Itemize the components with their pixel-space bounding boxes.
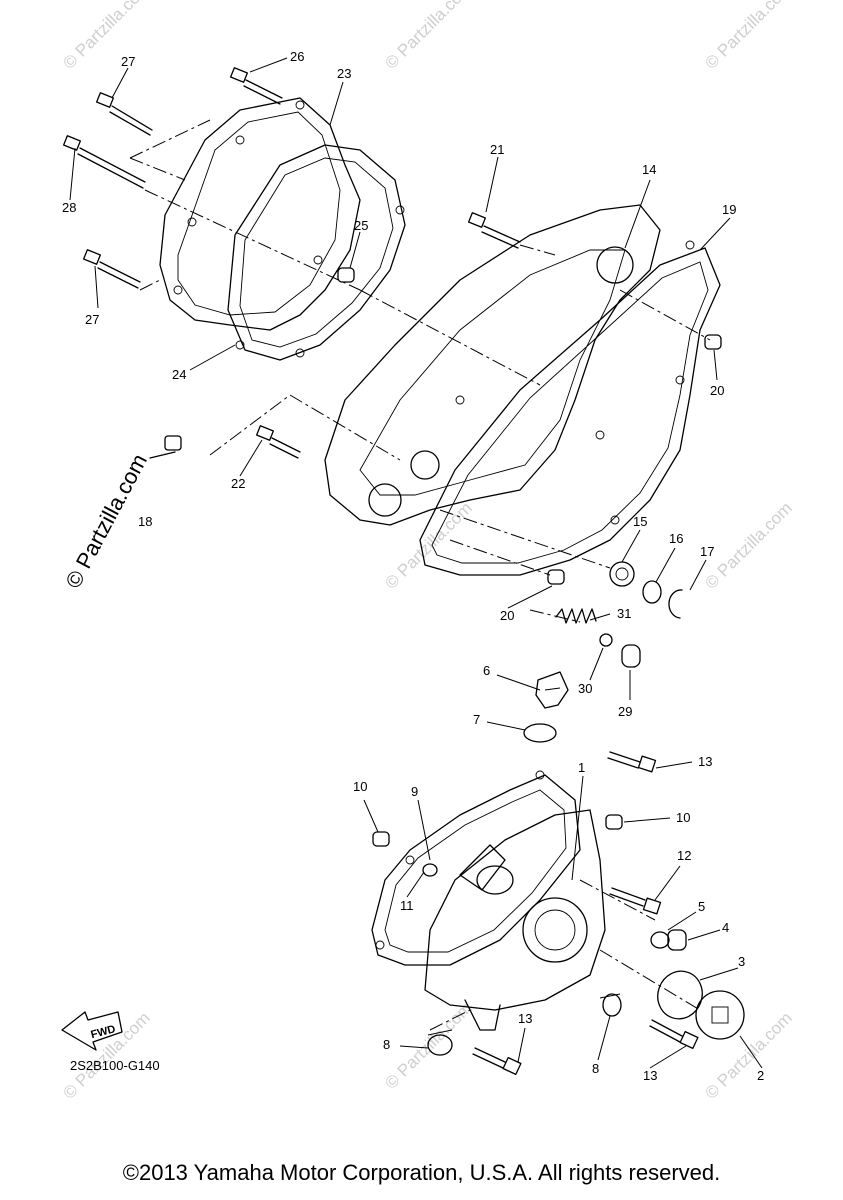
callout-7: 7 xyxy=(473,712,480,727)
callout-5: 5 xyxy=(698,899,705,914)
o-ring-11 xyxy=(422,863,438,877)
bolt-26 xyxy=(229,67,283,105)
callout-13-mid: 13 xyxy=(643,1068,657,1083)
washer-5 xyxy=(650,931,670,949)
callout-12: 12 xyxy=(677,848,691,863)
bolt-12 xyxy=(609,887,662,915)
dowel-10-left xyxy=(372,831,390,847)
bolt-18 xyxy=(149,435,182,459)
callout-8-left: 8 xyxy=(383,1037,390,1052)
crankcase-cover-gasket xyxy=(419,240,721,576)
callout-10-left: 10 xyxy=(353,779,367,794)
callout-26: 26 xyxy=(290,49,304,64)
watermark: © Partzilla.com xyxy=(59,0,153,73)
watermark: © Partzilla.com xyxy=(381,0,475,73)
callout-1: 1 xyxy=(578,760,585,775)
callout-23: 23 xyxy=(337,66,351,81)
bolt-21 xyxy=(467,212,521,249)
bolt-28 xyxy=(62,135,146,189)
callout-31: 31 xyxy=(617,606,631,621)
washer-16 xyxy=(642,580,662,604)
callout-8-right: 8 xyxy=(592,1061,599,1076)
bolt-13-lower xyxy=(472,1047,522,1076)
callout-9: 9 xyxy=(411,784,418,799)
bolt-27-lower xyxy=(82,249,141,289)
bolt-27-upper xyxy=(95,92,153,136)
callout-labels: 1 2 3 4 5 6 7 8 8 9 10 10 11 12 13 13 13… xyxy=(62,49,764,1083)
bolt-13-upper xyxy=(607,751,657,773)
dowel-20-right xyxy=(704,334,722,350)
callout-20-lower: 20 xyxy=(500,608,514,623)
watermark: © Partzilla.com xyxy=(59,1008,153,1102)
callout-27-upper: 27 xyxy=(121,54,135,69)
callout-30: 30 xyxy=(578,681,592,696)
centerlines xyxy=(129,119,711,1031)
spring-31 xyxy=(555,608,597,624)
callout-4: 4 xyxy=(722,920,729,935)
hose-clamp-8-right xyxy=(599,993,622,1017)
callout-14: 14 xyxy=(642,162,656,177)
callout-22: 22 xyxy=(231,476,245,491)
oil-seal-15 xyxy=(609,561,635,587)
fwd-arrow-icon: FWD xyxy=(61,1011,123,1051)
plunger-29 xyxy=(621,644,641,668)
ball-30 xyxy=(599,633,613,647)
callout-11: 11 xyxy=(400,898,414,913)
callout-25: 25 xyxy=(354,218,368,233)
callout-18: 18 xyxy=(138,514,152,529)
dowel-20-lower xyxy=(547,569,565,585)
callout-13-lower: 13 xyxy=(518,1011,532,1026)
clutch-cover-gasket xyxy=(227,144,406,361)
dowel-10-right xyxy=(605,814,623,830)
callout-28: 28 xyxy=(62,200,76,215)
water-pump-gasket xyxy=(371,770,581,966)
watermark: © Partzilla.com xyxy=(701,0,795,73)
callout-27-lower: 27 xyxy=(85,312,99,327)
circlip-17 xyxy=(668,589,683,619)
watermark: © Partzilla.com xyxy=(701,498,795,592)
callout-16: 16 xyxy=(669,531,683,546)
callout-10-right: 10 xyxy=(676,810,690,825)
oil-filler-cap-6 xyxy=(535,671,569,709)
dowel-25 xyxy=(337,267,355,283)
callout-6: 6 xyxy=(483,663,490,678)
crankcase-cover xyxy=(324,204,661,526)
leader-lines xyxy=(69,57,763,1069)
callout-21: 21 xyxy=(490,142,504,157)
plug-4 xyxy=(667,929,687,951)
callout-13-upper: 13 xyxy=(698,754,712,769)
o-ring-7 xyxy=(523,723,557,743)
hose-clamp-8-left xyxy=(427,1029,453,1056)
callout-24: 24 xyxy=(172,367,186,382)
callout-20-right: 20 xyxy=(710,383,724,398)
callout-3: 3 xyxy=(738,954,745,969)
callout-15: 15 xyxy=(633,514,647,529)
cap-2 xyxy=(695,990,745,1040)
diagram-code: 2S2B100-G140 xyxy=(70,1058,160,1073)
copyright-notice: ©2013 Yamaha Motor Corporation, U.S.A. A… xyxy=(122,1160,721,1185)
bolt-13-mid xyxy=(649,1019,699,1050)
water-pump-cover xyxy=(424,809,606,1031)
callout-19: 19 xyxy=(722,202,736,217)
callout-29: 29 xyxy=(618,704,632,719)
clutch-cover xyxy=(159,97,361,331)
callout-2: 2 xyxy=(757,1068,764,1083)
bolt-22 xyxy=(255,425,301,459)
o-ring-3 xyxy=(657,970,703,1020)
callout-17: 17 xyxy=(700,544,714,559)
